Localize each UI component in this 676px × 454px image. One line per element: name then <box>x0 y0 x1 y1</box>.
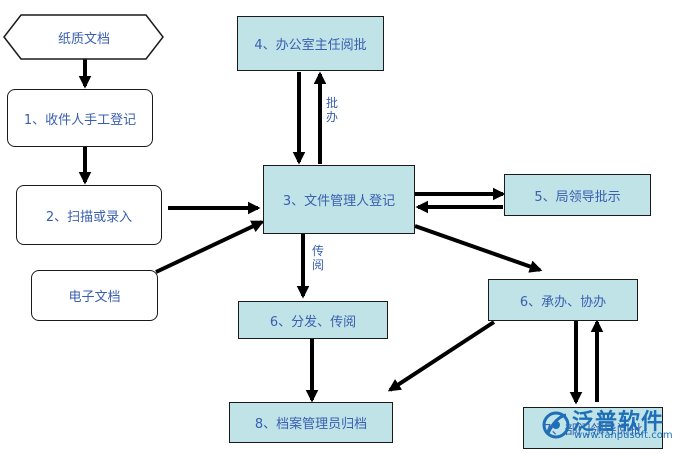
watermark-url: www.fanpusoft.com <box>574 430 673 441</box>
electronic-document-node: 电子文档 <box>31 270 158 321</box>
paper-document-label: 纸质文档 <box>57 31 110 47</box>
circulate-edge-label: 传阅 <box>311 244 324 272</box>
arrow-register-to-undertake <box>414 224 543 273</box>
arrow-electronic-to-register <box>155 220 265 274</box>
watermark-brand: 泛普软件 <box>572 410 665 435</box>
arrow-undertake-to-archive <box>387 320 496 392</box>
archivist-archive-node: 8、档案管理员归档 <box>229 402 393 443</box>
brand-logo-icon <box>542 411 570 439</box>
office-director-review-node: 4、办公室主任阅批 <box>237 16 384 71</box>
undertake-assist-node: 6、承办、协办 <box>488 279 638 321</box>
file-manager-register-node: 3、文件管理人登记 <box>263 165 415 234</box>
approve-edge-label: 批办 <box>325 96 338 124</box>
distribute-circulate-node: 6、分发、传阅 <box>238 301 388 339</box>
manual-register-node: 1、收件人手工登记 <box>7 89 153 147</box>
bureau-leader-instruction-node: 5、局领导批示 <box>504 174 651 216</box>
scan-input-node: 2、扫描或录入 <box>16 185 162 245</box>
paper-document-node <box>3 14 164 60</box>
